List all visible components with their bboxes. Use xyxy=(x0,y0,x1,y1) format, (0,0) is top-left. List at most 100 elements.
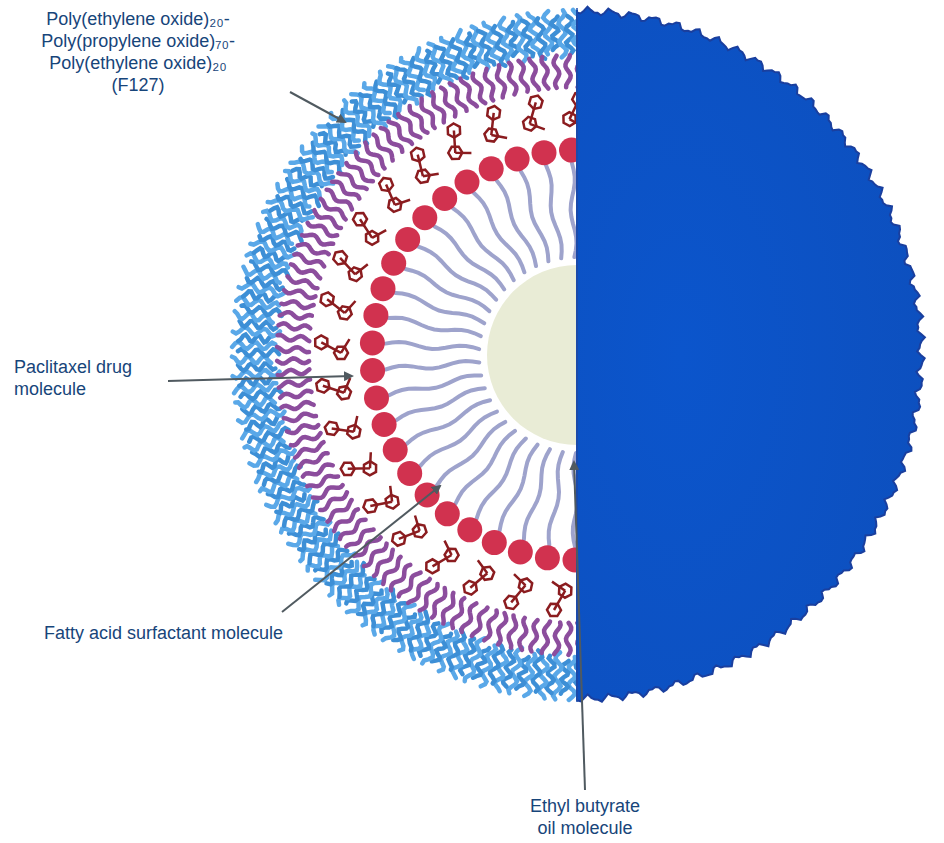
ppo-chain xyxy=(566,55,571,87)
paclitaxel-bond xyxy=(511,574,525,602)
ppo-chain xyxy=(432,92,444,122)
ppo-chain xyxy=(281,301,313,308)
peo-chain xyxy=(553,653,561,700)
paclitaxel-bond xyxy=(454,131,472,153)
leader-line xyxy=(282,486,440,612)
surfactant-head xyxy=(435,501,460,526)
ppo-chain xyxy=(519,61,528,92)
leader-line xyxy=(168,376,352,381)
surfactant-head xyxy=(482,530,507,555)
paclitaxel-bond xyxy=(321,339,349,353)
paclitaxel-bond xyxy=(332,416,358,432)
surfactant-head xyxy=(363,303,388,328)
ppo-chain xyxy=(346,163,373,181)
paclitaxel-bond xyxy=(370,486,392,506)
surfactant-tail xyxy=(477,439,526,519)
surfactant-head xyxy=(563,548,578,573)
surfactant-head xyxy=(479,156,504,181)
ppo-chain xyxy=(284,414,316,421)
surfactant-tail xyxy=(418,247,496,300)
surfactant-tail xyxy=(407,400,490,444)
ppo-chain xyxy=(485,69,493,101)
ppo-chain xyxy=(280,391,311,398)
peo-chain xyxy=(536,18,545,58)
paclitaxel-bond xyxy=(552,582,565,610)
paclitaxel-bond xyxy=(491,113,507,138)
paclitaxel-ring xyxy=(392,532,405,546)
surfactant-tail xyxy=(549,452,563,545)
ppo-chain xyxy=(554,56,560,88)
surfactant-head xyxy=(360,358,385,383)
ppo-chain xyxy=(278,335,310,341)
peo-chain xyxy=(546,656,554,693)
paclitaxel-bond xyxy=(418,155,439,177)
peo-chain xyxy=(478,31,494,65)
ppo-chain xyxy=(441,88,455,117)
paclitaxel-bond xyxy=(360,219,386,238)
surfactant-tail xyxy=(546,166,562,259)
ppo-chain xyxy=(334,509,358,531)
ppo-chain xyxy=(279,323,311,329)
paclitaxel-bond xyxy=(327,299,355,313)
ppo-chain xyxy=(530,620,537,651)
ppo-chain xyxy=(288,276,318,288)
surfactant-tail xyxy=(395,293,484,323)
ppo-chain xyxy=(542,57,549,89)
surfactant-label: Fatty acid surfactant molecule xyxy=(44,622,364,644)
ppo-chain xyxy=(282,402,314,409)
oil-label: Ethyl butyrate oil molecule xyxy=(520,795,650,839)
ppo-chain xyxy=(299,453,328,468)
peo-chain xyxy=(539,659,548,699)
ppo-chain xyxy=(420,584,438,611)
paclitaxel-ring xyxy=(353,213,367,225)
ppo-chain xyxy=(295,442,324,457)
surfactant-head xyxy=(457,517,482,542)
ppo-chain xyxy=(484,611,497,641)
particle-surface xyxy=(577,7,925,702)
ppo-chain xyxy=(303,465,333,477)
ppo-chain xyxy=(497,65,505,97)
paclitaxel-ring xyxy=(426,559,438,573)
surfactant-head xyxy=(455,170,480,195)
surfactant-tail xyxy=(571,163,577,257)
ppo-chain xyxy=(509,63,517,95)
leader-line xyxy=(290,92,345,122)
ppo-chain xyxy=(554,623,561,655)
surfactant-tail xyxy=(386,361,480,370)
ppo-chain xyxy=(277,358,309,363)
surfactant-tail xyxy=(389,375,481,395)
ppo-chain xyxy=(566,623,571,655)
oil-core xyxy=(487,265,577,445)
surfactant-head xyxy=(532,140,557,165)
surfactant-head xyxy=(505,147,530,172)
ppo-chain xyxy=(280,312,312,318)
ppo-chain xyxy=(287,425,318,433)
paclitaxel-bond xyxy=(570,99,578,127)
surfactant-head xyxy=(372,412,397,437)
surfactant-head xyxy=(383,437,408,462)
ppo-chain xyxy=(450,83,467,111)
ppo-chain xyxy=(279,380,310,388)
ppo-chain xyxy=(542,622,550,653)
surfactant-tail xyxy=(396,388,484,420)
surfactant-head xyxy=(508,540,533,565)
surfactant-head xyxy=(559,138,577,163)
polymer-label: Poly(ethylene oxide)₂₀- Poly(propylene o… xyxy=(22,8,254,96)
section-edge xyxy=(576,8,578,702)
ppo-chain xyxy=(307,476,338,486)
peo-chain xyxy=(568,657,575,700)
cross-section xyxy=(232,10,577,700)
leader-line xyxy=(574,462,585,790)
surfactant-head xyxy=(535,545,560,570)
surfactant-tail xyxy=(521,171,549,261)
ppo-chain xyxy=(529,59,539,90)
paclitaxel-bond xyxy=(530,102,545,129)
peo-chain xyxy=(238,349,279,356)
ppo-chain xyxy=(294,254,324,266)
surfactant-tail xyxy=(385,342,479,349)
peo-chain xyxy=(543,11,552,54)
paclitaxel-bond xyxy=(386,184,410,205)
surfactant-head xyxy=(364,385,389,410)
